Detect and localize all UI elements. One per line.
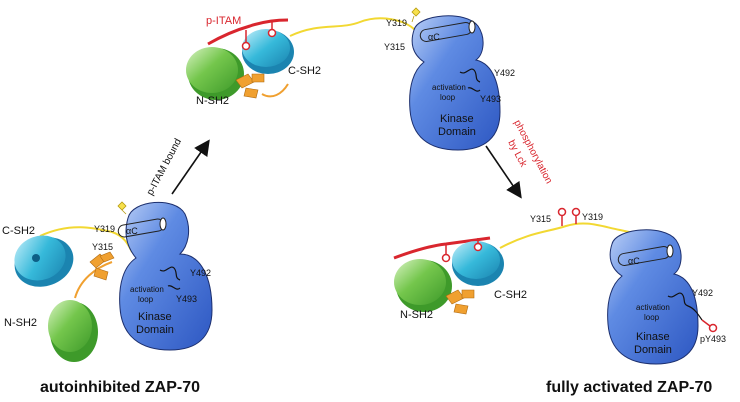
arrow-itam-bound — [171, 139, 210, 195]
y315-label: Y315 — [92, 242, 113, 252]
y493-label: Y493 — [176, 294, 197, 304]
kinase-label: Kinase — [138, 311, 172, 323]
orange-linker-top — [261, 83, 289, 98]
domain-label-right: Domain — [634, 344, 672, 356]
alpha-c-helix — [117, 217, 167, 238]
loop-label-top: loop — [440, 93, 456, 102]
activation-loop-top — [459, 68, 481, 92]
py493-label: pY493 — [700, 334, 726, 344]
alpha-c-label-right: αC — [628, 256, 640, 266]
y319-label-right: Y319 — [582, 212, 603, 222]
c-sh2-label: C-SH2 — [2, 225, 35, 237]
activation-label: activation — [130, 285, 164, 294]
c-sh2-label-right: C-SH2 — [494, 289, 527, 301]
activation-label-right: activation — [636, 303, 670, 312]
y319-label: Y319 — [94, 224, 115, 234]
n-sh2-domain-right — [394, 259, 452, 312]
arrow-phosphorylation — [485, 145, 522, 199]
kinase-label-top: Kinase — [440, 113, 474, 125]
alpha-c-helix-top — [419, 20, 476, 42]
y319-label-top: Y319 — [386, 18, 407, 28]
phospho-y315-y319 — [557, 207, 581, 226]
activation-loop-right — [667, 292, 703, 321]
activation-label-top: activation — [432, 83, 466, 92]
n-sh2-label-top: N-SH2 — [196, 95, 229, 107]
y315-label-right: Y315 — [530, 214, 551, 224]
c-sh2-domain-right — [452, 241, 504, 286]
domain-label: Domain — [136, 324, 174, 336]
n-sh2-label: N-SH2 — [4, 317, 37, 329]
y492-label: Y492 — [190, 268, 211, 278]
y492-label-top: Y492 — [494, 68, 515, 78]
kinase-label-right: Kinase — [636, 331, 670, 343]
kinase-domain-right — [607, 229, 699, 365]
alpha-c-label-top: αC — [428, 32, 440, 42]
caption-autoinhibited: autoinhibited ZAP-70 — [40, 379, 200, 396]
itam-bound-zap70: p-ITAM C-SH2 N-SH2 Y319 Y315 — [186, 7, 515, 151]
itam-phospho-pins-right — [441, 238, 483, 263]
arrow-itam-bound-label: p-ITAM bound — [145, 137, 184, 197]
linker-orange — [74, 261, 113, 299]
activation-loop — [159, 266, 181, 290]
p-itam-strand — [207, 18, 289, 46]
linker-yellow-top — [289, 17, 419, 37]
c-sh2-label-top: C-SH2 — [288, 65, 321, 77]
autoinhibited-zap70: αC activation loop Y492 Y493 Kinase Doma… — [2, 201, 213, 362]
loop-label-right: loop — [644, 313, 660, 322]
tyrosine-y319-sidechain — [117, 201, 127, 215]
n-sh2-domain-top — [186, 47, 244, 100]
interdomain-a-right — [445, 289, 475, 315]
kinase-domain-top — [409, 15, 501, 151]
activated-zap70: C-SH2 N-SH2 Y315 Y319 αC — [393, 207, 726, 365]
interdomain-a-top — [235, 73, 265, 99]
y315-label-top: Y315 — [384, 42, 405, 52]
caption-activated: fully activated ZAP-70 — [546, 379, 712, 396]
c-sh2-domain — [14, 235, 74, 287]
itam-phospho-pins — [241, 22, 277, 51]
c-sh2-domain-top — [242, 29, 294, 74]
tyrosine-sidechain-top — [411, 7, 421, 23]
alpha-c-helix-right — [617, 244, 674, 266]
phospho-y493 — [701, 319, 718, 333]
p-itam-label: p-ITAM — [206, 15, 241, 27]
y492-label-right: Y492 — [692, 288, 713, 298]
y493-label-top: Y493 — [480, 94, 501, 104]
n-sh2-label-right: N-SH2 — [400, 309, 433, 321]
n-sh2-domain — [48, 300, 98, 362]
alpha-c-label: αC — [126, 226, 138, 236]
kinase-domain — [119, 201, 213, 351]
loop-label: loop — [138, 295, 154, 304]
interdomain-a — [89, 251, 115, 281]
domain-label-top: Domain — [438, 126, 476, 138]
